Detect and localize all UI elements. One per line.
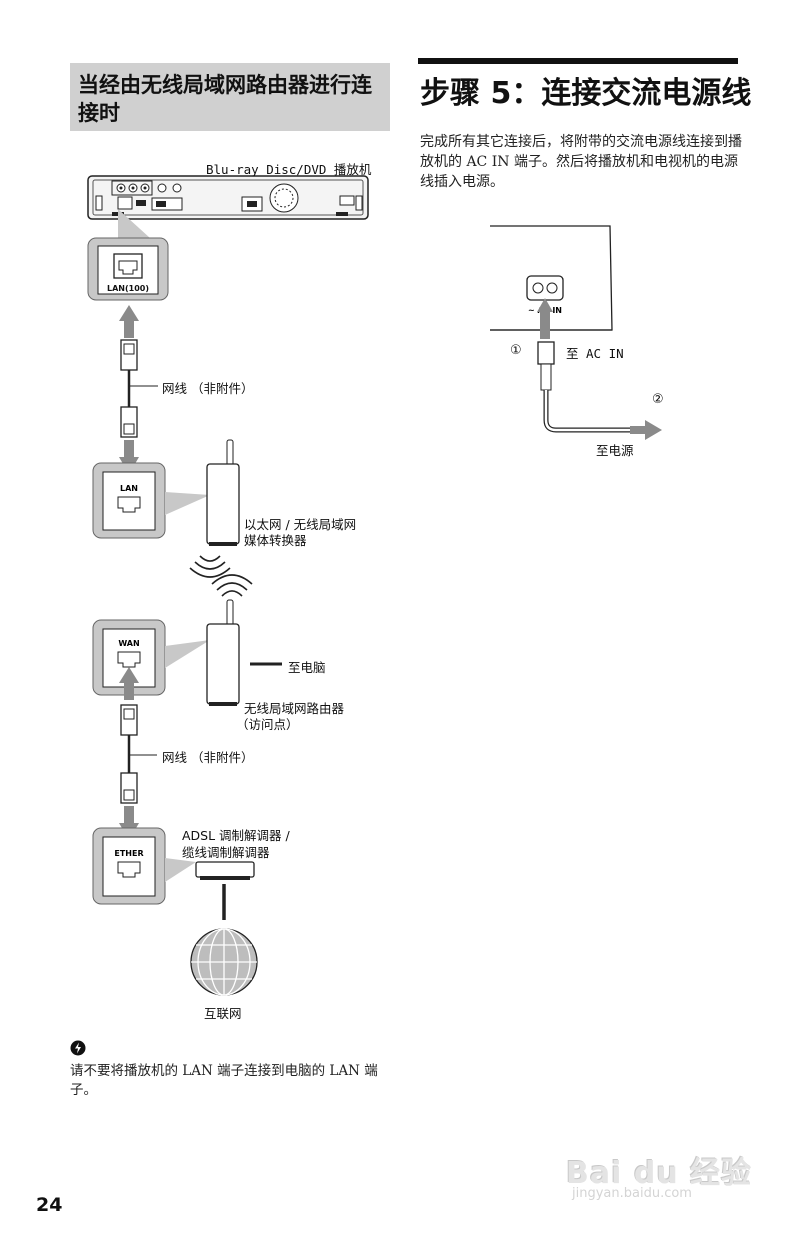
converter-callout-pointer bbox=[165, 492, 210, 515]
router-label-1: 无线局域网路由器 bbox=[244, 701, 345, 716]
wireless-router-device bbox=[206, 599, 282, 706]
marker-2: ② bbox=[652, 392, 664, 407]
note-hint-icon bbox=[70, 1040, 86, 1056]
ethernet-cable-1 bbox=[120, 339, 158, 438]
ethernet-cable-2 bbox=[120, 704, 157, 804]
modem-device bbox=[195, 861, 255, 920]
media-converter-device bbox=[206, 439, 240, 546]
ac-in-panel-illustration: ~ AC IN bbox=[490, 225, 613, 331]
marker-1: ① bbox=[510, 343, 522, 358]
internet-label: 互联网 bbox=[204, 1006, 242, 1021]
baidu-watermark-logo: Bai du 经验 bbox=[566, 1156, 753, 1191]
modem-port-text: ETHER bbox=[114, 849, 143, 858]
converter-port-text: LAN bbox=[120, 484, 138, 493]
section-heading-box: 当经由无线局域网路由器进行连接时 bbox=[70, 63, 390, 131]
media-converter-label-2: 媒体转换器 bbox=[244, 533, 307, 548]
to-power-label: 至电源 bbox=[596, 443, 634, 458]
cable-label-2: 网线 （非附件） bbox=[162, 750, 254, 765]
to-pc-label: 至电脑 bbox=[288, 660, 326, 675]
modem-callout-pointer bbox=[165, 858, 196, 882]
wireless-signal-icon bbox=[189, 555, 253, 597]
internet-globe-icon bbox=[190, 928, 258, 996]
arrow-up-to-router bbox=[119, 667, 139, 700]
step-title: 步骤 5：连接交流电源线 bbox=[420, 76, 752, 111]
modem-label-1: ADSL 调制解调器 / bbox=[182, 828, 290, 843]
to-ac-in-label: 至 AC IN bbox=[566, 346, 624, 361]
player-lan-port-callout bbox=[87, 237, 169, 301]
section-heading: 当经由无线局域网路由器进行连接时 bbox=[78, 73, 372, 125]
modem-ether-port-callout: ETHER bbox=[92, 827, 166, 905]
player-label: Blu-ray Disc/DVD 播放机 bbox=[206, 162, 372, 177]
cable-label-1: 网线 （非附件） bbox=[162, 381, 254, 396]
bluray-player-illustration bbox=[87, 175, 369, 220]
modem-label-2: 缆线调制解调器 bbox=[182, 845, 270, 860]
step-body-text: 完成所有其它连接后，将附带的交流电源线连接到播放机的 AC IN 端子。然后将播… bbox=[420, 134, 742, 190]
router-port-text: WAN bbox=[118, 639, 139, 648]
player-port-label: LAN(100) bbox=[107, 284, 149, 293]
converter-lan-port-callout: LAN bbox=[92, 462, 166, 539]
note-text: 请不要将播放机的 LAN 端子连接到电脑的 LAN 端子。 bbox=[70, 1063, 378, 1098]
media-converter-label-1: 以太网 / 无线局域网 bbox=[244, 517, 357, 532]
ac-power-cord bbox=[537, 298, 662, 440]
router-wan-port-callout: WAN bbox=[92, 619, 166, 696]
router-callout-pointer bbox=[165, 640, 210, 668]
arrow-up-to-player bbox=[119, 305, 139, 338]
step-title-rule bbox=[418, 58, 738, 64]
router-label-2: （访问点） bbox=[236, 717, 299, 732]
page-number: 24 bbox=[36, 1194, 63, 1216]
player-callout-pointer bbox=[118, 209, 150, 238]
baidu-watermark-url: jingyan.baidu.com bbox=[572, 1186, 692, 1201]
